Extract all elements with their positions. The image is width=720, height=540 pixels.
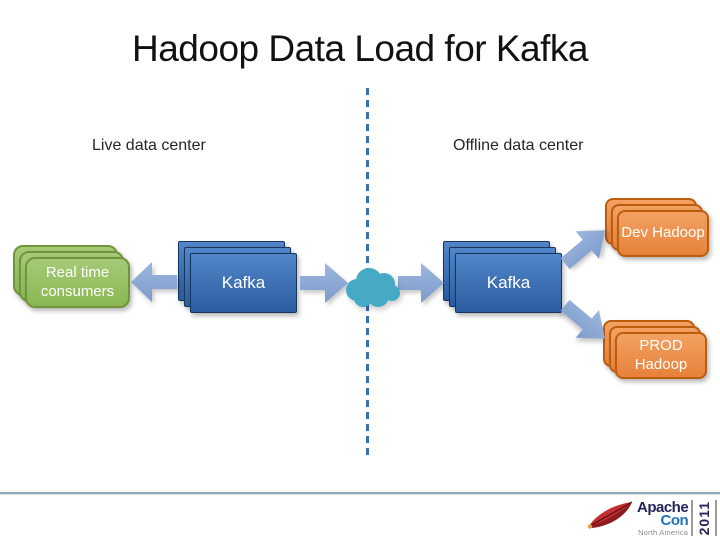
node-box: Kafka	[190, 253, 297, 313]
node-label: Real time consumers	[40, 263, 115, 300]
node-real-time-consumers: Real time consumers	[13, 245, 130, 308]
cloud-icon	[342, 260, 402, 312]
node-kafka-offline: Kafka	[443, 241, 562, 313]
logo-text-block: Apache Con North America	[637, 498, 689, 537]
arrow-up-right-icon	[554, 216, 617, 277]
node-label: Kafka	[221, 273, 266, 293]
node-prod-hadoop: PROD Hadoop	[603, 320, 707, 379]
node-box: Kafka	[455, 253, 562, 313]
apachecon-logo: Apache Con North America 2011	[586, 497, 718, 539]
node-box: PROD Hadoop	[615, 332, 707, 379]
arrow-down-right-icon	[554, 291, 617, 352]
footer-rule	[0, 492, 720, 495]
node-label: PROD Hadoop	[634, 336, 688, 373]
node-box: Dev Hadoop	[617, 210, 709, 257]
logo-separator	[691, 500, 694, 536]
logo-year-text: 2011	[696, 500, 713, 536]
logo-apache-text: Apache	[637, 498, 689, 516]
logo-separator	[715, 500, 718, 536]
node-label: Kafka	[486, 273, 531, 293]
page-title: Hadoop Data Load for Kafka	[132, 28, 589, 69]
node-box: Real time consumers	[25, 257, 130, 308]
arrow-right-icon	[300, 263, 348, 303]
node-label: Dev Hadoop	[621, 224, 705, 242]
label-live-data-center: Live data center	[92, 137, 206, 154]
arrow-left-icon	[131, 262, 177, 302]
logo-con-text: Con	[660, 511, 689, 529]
label-offline-data-center: Offline data center	[453, 137, 584, 154]
logo-region-text: North America	[638, 527, 689, 537]
arrow-right-icon	[398, 263, 444, 303]
node-kafka-live: Kafka	[178, 241, 297, 313]
apache-feather-icon	[586, 499, 634, 538]
node-dev-hadoop: Dev Hadoop	[605, 198, 709, 257]
